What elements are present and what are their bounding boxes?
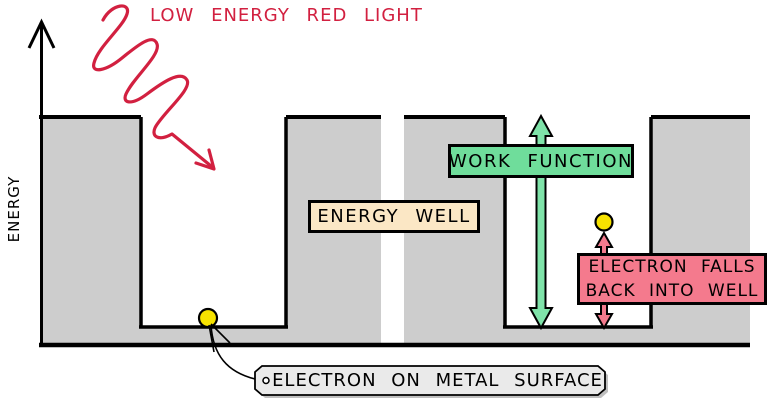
red-light-title: LOW ENERGY RED LIGHT xyxy=(150,5,423,26)
electron-falling-icon xyxy=(594,212,614,232)
energy-axis-label: ENERGY xyxy=(5,175,23,243)
electron-falls-line1: ELECTRON FALLS xyxy=(588,257,756,277)
electron-surface-tag xyxy=(254,365,606,396)
work-function-arrow-icon xyxy=(528,113,554,331)
work-function-label-box: WORK FUNCTION xyxy=(448,144,634,178)
electron-surface-label: ELECTRON ON METAL SURFACE xyxy=(272,370,603,391)
red-light-wave-arrow-icon xyxy=(92,4,216,171)
energy-axis xyxy=(27,18,56,345)
electron-leader-lines xyxy=(208,323,256,380)
work-function-label: WORK FUNCTION xyxy=(449,150,633,172)
metal-left-section xyxy=(41,117,381,345)
leader-curve xyxy=(210,324,256,380)
electron-falls-line2: BACK INTO WELL xyxy=(585,281,759,301)
energy-axis-arrowhead-icon xyxy=(27,18,56,49)
tag-hole-icon xyxy=(262,376,270,385)
energy-well-label-box: ENERGY WELL xyxy=(308,200,480,233)
red-wave-path xyxy=(92,4,213,168)
red-wave-arrowhead-icon xyxy=(194,148,216,171)
electron-falls-label-box: ELECTRON FALLS BACK INTO WELL xyxy=(577,253,767,305)
leader-line-1 xyxy=(210,323,231,344)
energy-well-label: ENERGY WELL xyxy=(317,206,471,227)
electron-in-well-icon xyxy=(197,307,219,329)
leader-line-2 xyxy=(208,324,215,353)
